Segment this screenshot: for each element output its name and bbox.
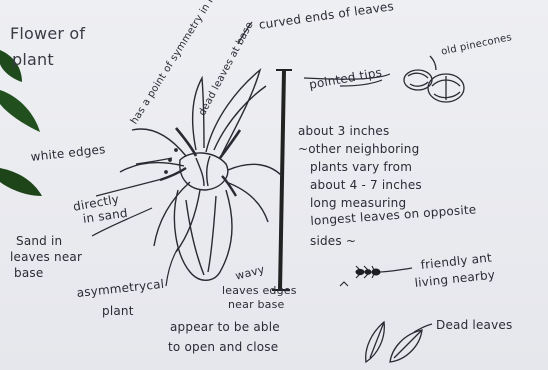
sketch-title-line1: Flower of xyxy=(10,24,85,43)
green-leaf-lower xyxy=(0,168,42,196)
measure-line-2: ~other neighboring xyxy=(298,142,419,156)
label-dead-leaves: Dead leaves xyxy=(436,318,512,332)
green-leaf-middle xyxy=(0,90,40,132)
measure-line-7: sides ~ xyxy=(310,234,356,248)
label-sand-leaves-1: Sand in xyxy=(16,234,62,248)
label-asymmetrical-2: plant xyxy=(102,304,134,318)
sketch-title-line2: plant xyxy=(12,50,54,69)
label-open-close-1: appear to be able xyxy=(170,320,280,334)
label-sand-leaves-2: leaves near xyxy=(10,250,82,264)
label-wavy-2: leaves edges xyxy=(222,284,297,298)
pinecones-drawing xyxy=(404,56,464,102)
label-open-close-2: to open and close xyxy=(168,340,278,354)
measure-line-3: plants vary from xyxy=(310,160,412,174)
ant-drawing xyxy=(340,266,380,286)
label-sand-leaves-3: base xyxy=(14,266,43,280)
label-wavy-3: near base xyxy=(228,298,285,312)
measure-line-1: about 3 inches xyxy=(298,124,389,138)
dead-leaves-drawing xyxy=(366,322,422,362)
measure-bar xyxy=(280,70,284,290)
measure-line-4: about 4 - 7 inches xyxy=(310,178,422,192)
